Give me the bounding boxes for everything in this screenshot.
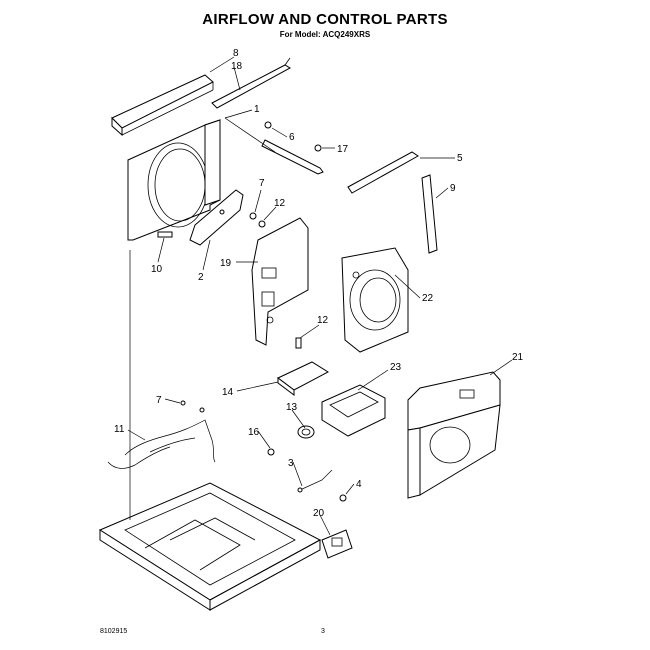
part-23-motor-mount bbox=[321, 384, 386, 437]
part-6-17-bracket bbox=[261, 121, 324, 175]
part-20-control bbox=[321, 529, 353, 559]
callout-18: 18 bbox=[231, 61, 243, 72]
callout-10: 10 bbox=[151, 264, 163, 275]
callout-14: 14 bbox=[222, 387, 234, 398]
part-8-top-channel bbox=[111, 74, 214, 137]
part-3-probe bbox=[297, 469, 333, 493]
part-19-control-bracket bbox=[251, 217, 309, 346]
part-5-seal-strip bbox=[347, 151, 419, 194]
callout-7: 7 bbox=[259, 178, 265, 189]
page-title: AIRFLOW AND CONTROL PARTS bbox=[202, 11, 448, 28]
leader-lines bbox=[127, 56, 513, 536]
callout-5: 5 bbox=[457, 153, 463, 164]
model-subtitle: For Model: ACQ249XRS bbox=[279, 30, 371, 39]
callout-13: 13 bbox=[286, 402, 298, 413]
callout-16: 16 bbox=[248, 427, 260, 438]
callout-17: 17 bbox=[337, 144, 349, 155]
callout-22: 22 bbox=[422, 293, 434, 304]
part-11-wiring-harness bbox=[107, 400, 216, 469]
callout-8: 8 bbox=[233, 48, 239, 59]
document-code: 8102915 bbox=[100, 628, 128, 635]
callout-1: 1 bbox=[254, 104, 260, 115]
callout-19: 19 bbox=[220, 258, 232, 269]
screw-16 bbox=[267, 448, 275, 456]
callout-7b: 7 bbox=[156, 395, 162, 406]
callout-3: 3 bbox=[288, 458, 294, 469]
callout-21: 21 bbox=[512, 352, 524, 363]
part-2-baffle bbox=[189, 189, 244, 246]
screw-12-lower bbox=[295, 337, 302, 349]
part-22-blower-scroll bbox=[341, 247, 409, 353]
callout-20: 20 bbox=[313, 508, 325, 519]
part-14-bracket-plate bbox=[277, 361, 330, 396]
callout-12b: 12 bbox=[317, 315, 329, 326]
screws-7-12 bbox=[249, 212, 266, 228]
callout-6: 6 bbox=[289, 132, 295, 143]
callout-12: 12 bbox=[274, 198, 286, 209]
part-21-evaporator-housing bbox=[407, 371, 501, 499]
callout-4: 4 bbox=[356, 479, 362, 490]
page-number: 3 bbox=[321, 628, 325, 635]
callout-11: 11 bbox=[114, 424, 125, 435]
callout-2: 2 bbox=[198, 272, 204, 283]
part-18-bracket bbox=[211, 57, 292, 109]
part-10-clip bbox=[157, 231, 173, 238]
callout-9: 9 bbox=[450, 183, 456, 194]
part-9-vertical-seal bbox=[421, 174, 438, 254]
callout-labels: 8 18 1 6 17 5 9 7 12 10 2 19 22 12 21 23… bbox=[114, 48, 524, 519]
part-13-bearing bbox=[297, 425, 315, 439]
part-1-fan-shroud bbox=[127, 119, 221, 241]
callout-23: 23 bbox=[390, 362, 402, 373]
screw-4 bbox=[339, 494, 347, 502]
base-pan bbox=[98, 482, 322, 611]
